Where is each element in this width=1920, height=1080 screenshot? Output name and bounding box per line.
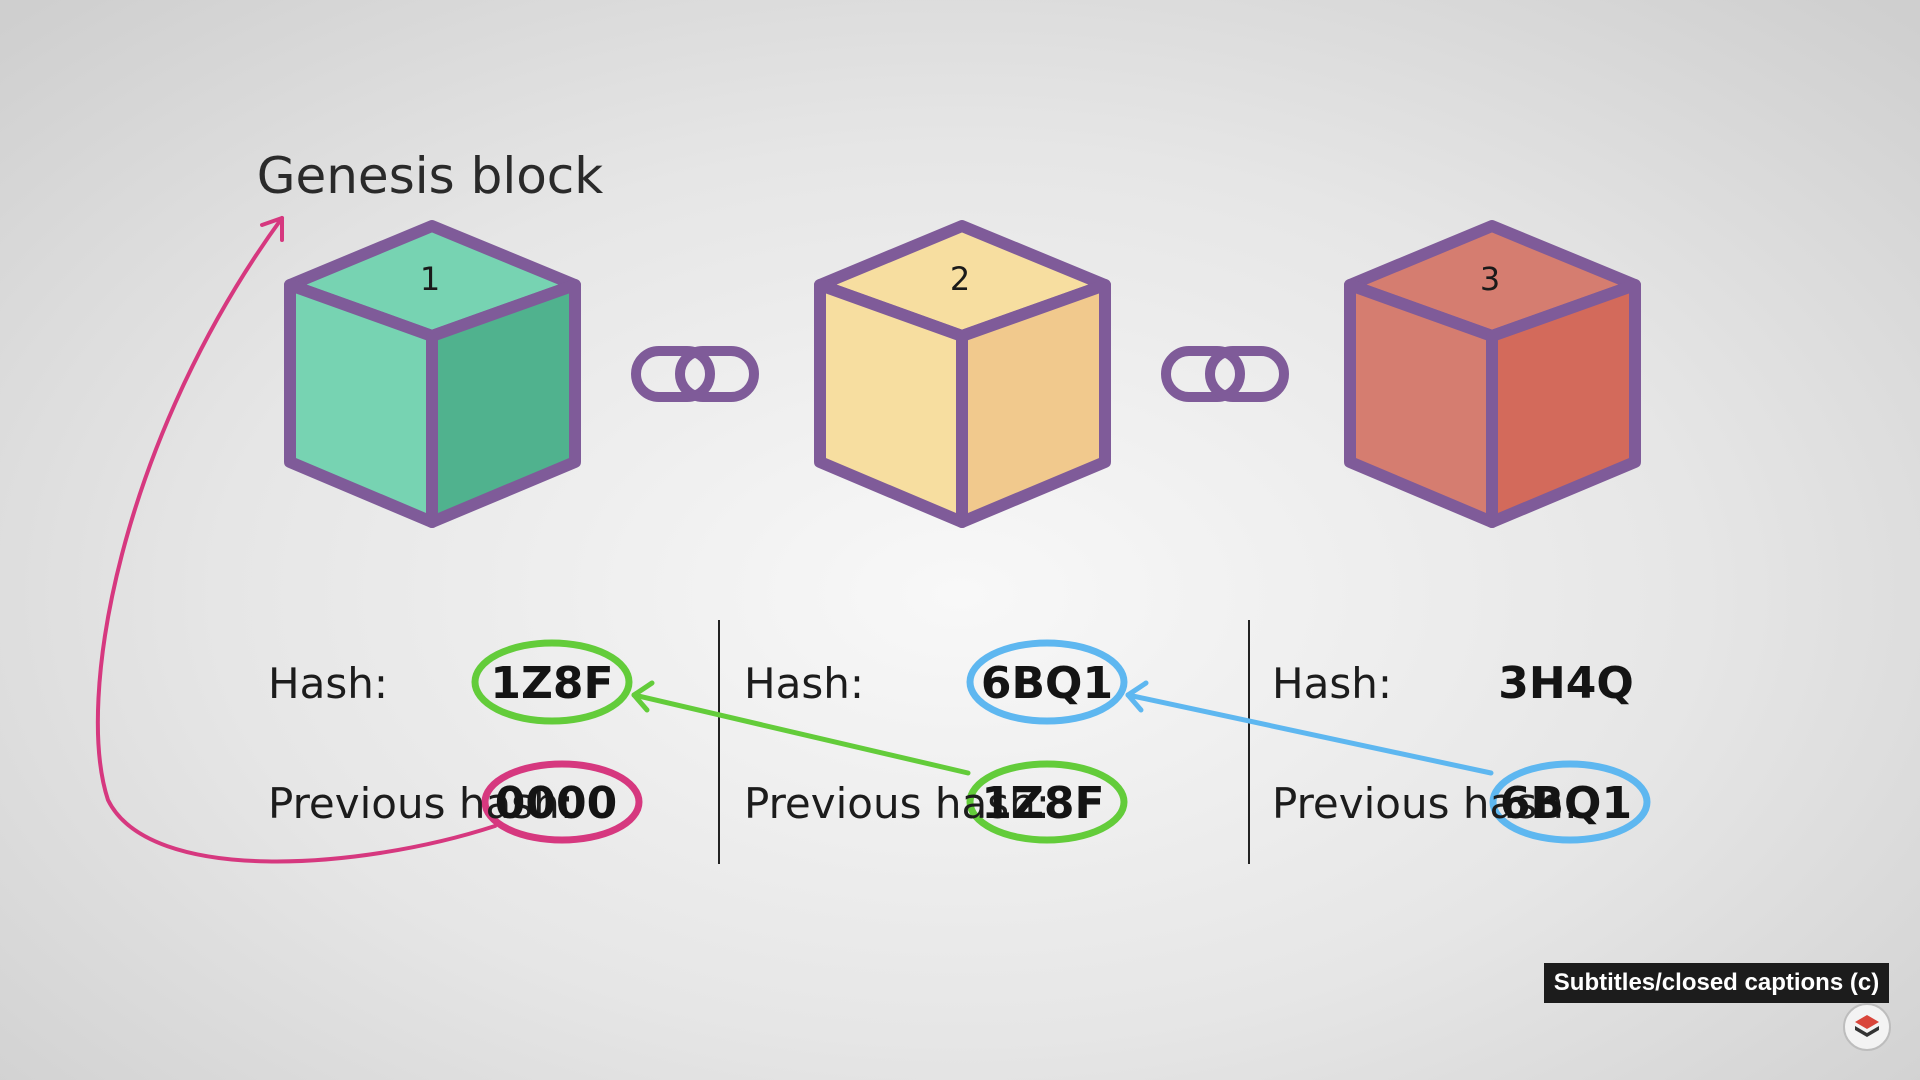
block-2-hash-value: 6BQ1 [981, 658, 1113, 709]
captions-tooltip: Subtitles/closed captions (c) [1544, 963, 1889, 1003]
previous-hash-highlight-pink [481, 760, 643, 844]
block-3-number: 3 [1480, 260, 1500, 298]
channel-logo-icon [1855, 1015, 1879, 1037]
block-1-previous-hash-value: 0000 [495, 778, 617, 829]
block-3-previous-hash-value: 6BQ1 [1500, 778, 1632, 829]
block-2-previous-hash-value: 1Z8F [981, 778, 1104, 829]
previous-hash-label: Previous hash: [1272, 779, 1578, 828]
hash-label: Hash: [744, 659, 864, 708]
blue-link-arrow [1125, 680, 1494, 776]
chain-link-icon [631, 346, 759, 402]
block-3-cube: 3 [1344, 220, 1641, 528]
block-1-hash-value: 1Z8F [490, 658, 613, 709]
hash-label: Hash: [268, 659, 388, 708]
green-link-arrow [631, 680, 971, 776]
chain-link-icon [1161, 346, 1289, 402]
genesis-arrow [95, 216, 497, 864]
channel-logo-icon[interactable] [1843, 1003, 1891, 1051]
block-2-number: 2 [950, 260, 970, 298]
block-1-cube: 1 [284, 220, 581, 528]
hash-label: Hash: [1272, 659, 1392, 708]
previous-hash-label: Previous hash: [268, 779, 574, 828]
block-1-number: 1 [420, 260, 440, 298]
previous-hash-highlight-green [966, 760, 1128, 844]
hash-highlight-green [471, 639, 633, 725]
previous-hash-highlight-blue [1489, 760, 1651, 844]
block-3-hash-value: 3H4Q [1498, 658, 1633, 709]
block-2-cube: 2 [814, 220, 1111, 528]
genesis-block-title: Genesis block [257, 147, 604, 205]
previous-hash-label: Previous hash: [744, 779, 1050, 828]
hash-highlight-blue [966, 639, 1128, 725]
